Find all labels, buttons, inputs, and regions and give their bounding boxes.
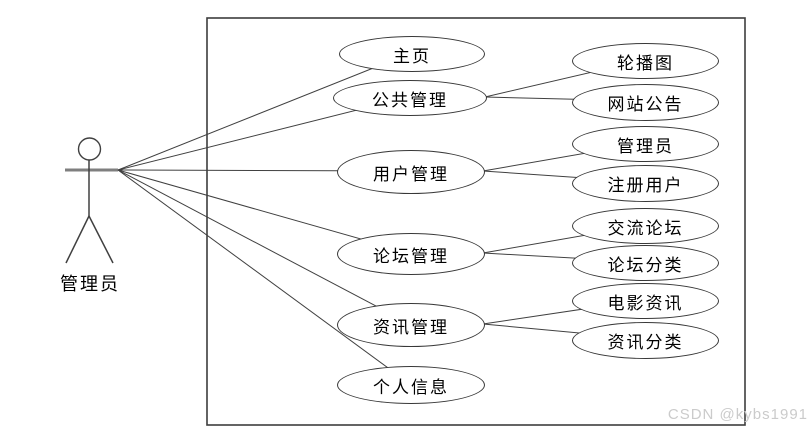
usecase-user-mgmt-label: 用户管理 xyxy=(373,164,449,184)
line-actor-home xyxy=(117,52,412,171)
csdn-watermark: CSDN @kybs1991 xyxy=(667,406,808,423)
line-actor-personal-info xyxy=(117,169,411,385)
usecase-exchange-forum-label: 交流论坛 xyxy=(607,218,684,238)
actor-figure xyxy=(65,137,118,264)
usecase-personal-info: 个人信息 xyxy=(337,366,485,404)
actor-head xyxy=(77,137,102,161)
usecase-registered-user-label: 注册用户 xyxy=(607,176,684,195)
usecase-movie-news-label: 电影资讯 xyxy=(607,293,684,313)
system-boundary-box xyxy=(206,17,746,426)
actor-left-leg xyxy=(65,215,90,264)
usecase-personal-info-label: 个人信息 xyxy=(373,377,449,397)
usecase-forum-mgmt-label: 论坛管理 xyxy=(373,246,449,266)
usecase-forum-mgmt: 论坛管理 xyxy=(337,233,485,275)
usecase-home-label: 主页 xyxy=(393,46,431,66)
usecase-public-mgmt-label: 公共管理 xyxy=(372,90,448,110)
usecase-forum-category-label: 论坛分类 xyxy=(607,255,684,275)
usecase-site-announcement: 网站公告 xyxy=(572,84,719,121)
usecase-home: 主页 xyxy=(339,36,485,72)
usecase-news-mgmt-label: 资讯管理 xyxy=(373,317,449,337)
actor-right-leg xyxy=(88,215,114,264)
usecase-administrator: 管理员 xyxy=(572,126,719,162)
usecase-carousel-label: 轮播图 xyxy=(617,53,674,73)
usecase-news-category-label: 资讯分类 xyxy=(607,333,684,352)
usecase-forum-category: 论坛分类 xyxy=(572,245,719,281)
usecase-registered-user: 注册用户 xyxy=(572,165,719,202)
actor-label: 管理员 xyxy=(60,274,120,294)
usecase-user-mgmt: 用户管理 xyxy=(337,150,485,194)
usecase-site-announcement-label: 网站公告 xyxy=(607,95,684,114)
usecase-administrator-label: 管理员 xyxy=(617,136,674,156)
usecase-news-category: 资讯分类 xyxy=(572,322,719,359)
line-actor-news-mgmt xyxy=(117,169,411,325)
usecase-news-mgmt: 资讯管理 xyxy=(337,303,485,347)
usecase-exchange-forum: 交流论坛 xyxy=(572,208,719,244)
usecase-movie-news: 电影资讯 xyxy=(572,283,719,319)
usecase-public-mgmt: 公共管理 xyxy=(333,80,487,116)
usecase-carousel: 轮播图 xyxy=(572,43,719,79)
